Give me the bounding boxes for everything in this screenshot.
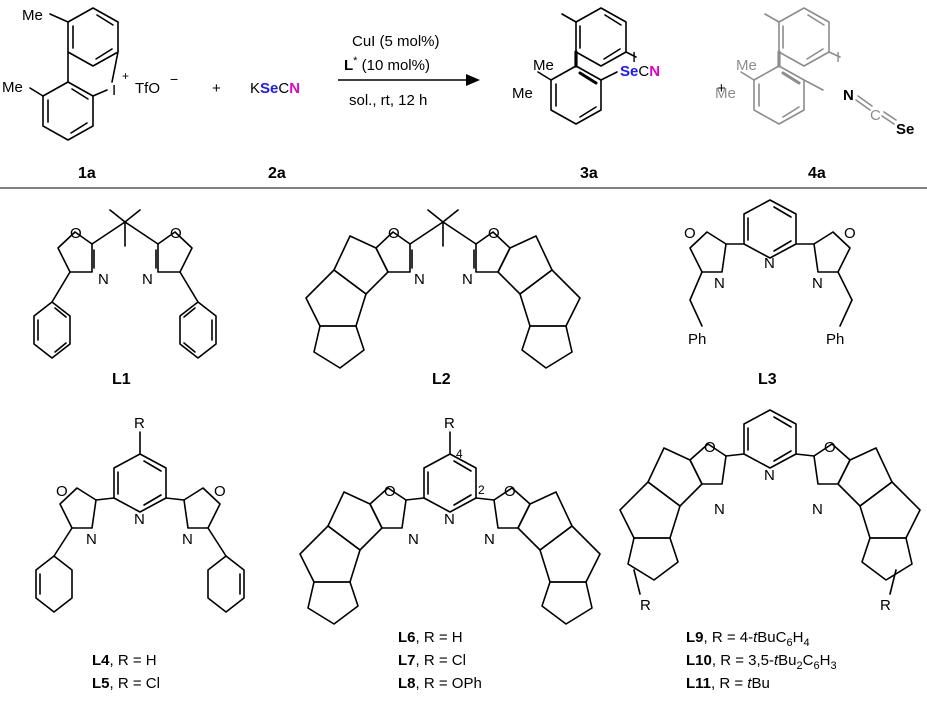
L4-n-py: N [134, 511, 145, 528]
ligand-label-L10: L10, R = 3,5-tBu2C6H3 [686, 652, 837, 672]
L3-o-right: O [844, 225, 856, 242]
reactant-2a-formula: KSeCN [250, 80, 300, 97]
condition-catalyst: CuI (5 mol%) [352, 33, 440, 50]
L6-pos4: 4 [456, 447, 463, 461]
L3-ph-right: Ph [826, 331, 844, 348]
L6-r: R [444, 415, 455, 432]
condition-ligand: L* (10 mol%) [344, 55, 430, 74]
L1-o-right: O [170, 225, 182, 242]
ligand-label-L3: L3 [758, 371, 777, 388]
plus-sign-2: + [717, 80, 726, 97]
ligand-label-L9: L9, R = 4-tBuC6H4 [686, 629, 810, 649]
me-bottom-3a: Me [512, 85, 533, 102]
L4-n-right: N [182, 531, 193, 548]
ligand-L3-structure [689, 199, 853, 327]
L6-o-right: O [504, 483, 516, 500]
counterion-tfo: TfO [135, 80, 160, 97]
me-top-1a: Me [22, 7, 43, 24]
me-bottom-4a: Me [715, 85, 736, 102]
L1-n-left: N [98, 271, 109, 288]
ligand-L2-structure [305, 209, 581, 369]
L2-n-left: N [414, 271, 425, 288]
product-4a-structure [740, 7, 897, 125]
me-top-4a: Me [736, 57, 757, 74]
carbon-4a: C [870, 107, 881, 124]
L6-n-left: N [408, 531, 419, 548]
L2-n-right: N [462, 271, 473, 288]
ligand-label-L2: L2 [432, 371, 451, 388]
ligand-L9-L11-structure [619, 409, 921, 595]
counterion-minus: − [170, 71, 178, 87]
product-3a-structure [537, 7, 637, 125]
ligand-L4-L5-structure [35, 431, 245, 613]
L4-o-right: O [214, 483, 226, 500]
ligand-label-L8: L8, R = OPh [398, 675, 482, 692]
nitrogen-4a: N [843, 87, 854, 104]
L4-r: R [134, 415, 145, 432]
iodine-1a: I [112, 82, 116, 99]
ligand-L6-L8-structure [299, 431, 601, 625]
L2-o-right: O [488, 225, 500, 242]
L6-n-py: N [444, 511, 455, 528]
ligand-L1-structure [33, 209, 217, 359]
L4-o-left: O [56, 483, 68, 500]
condition-solvent: sol., rt, 12 h [349, 92, 427, 109]
secn-3a: SeCN [620, 63, 660, 80]
reactant-1a-structure [29, 7, 119, 141]
L9-o-left: O [704, 439, 716, 456]
L9-n-py: N [764, 467, 775, 484]
iodine-4a: I [836, 49, 840, 66]
compound-id-4a: 4a [808, 165, 826, 182]
ligand-label-L7: L7, R = Cl [398, 652, 466, 669]
iodonium-plus: + [122, 69, 129, 83]
me-bottom-1a: Me [2, 79, 23, 96]
ligand-label-L5: L5, R = Cl [92, 675, 160, 692]
compound-id-3a: 3a [580, 165, 598, 182]
L3-n-right: N [812, 275, 823, 292]
me-top-3a: Me [533, 57, 554, 74]
L4-n-left: N [86, 531, 97, 548]
L3-n-left: N [714, 275, 725, 292]
compound-id-1a: 1a [78, 165, 96, 182]
ligand-label-L6: L6, R = H [398, 629, 463, 646]
L6-pos2: 2 [478, 483, 485, 497]
iodine-3a: I [632, 49, 636, 66]
L3-o-left: O [684, 225, 696, 242]
reaction-arrowhead [466, 74, 480, 86]
L3-n-py: N [764, 255, 775, 272]
plus-sign-1: + [212, 80, 221, 97]
L9-r-left: R [640, 597, 651, 614]
ligand-label-L4: L4, R = H [92, 652, 157, 669]
L2-o-left: O [388, 225, 400, 242]
ligand-label-L1: L1 [112, 371, 131, 388]
L9-r-right: R [880, 597, 891, 614]
compound-id-2a: 2a [268, 165, 286, 182]
L9-o-right: O [824, 439, 836, 456]
L9-n-left: N [714, 501, 725, 518]
ligand-label-L11: L11, R = tBu [686, 675, 770, 692]
L9-n-right: N [812, 501, 823, 518]
L1-o-left: O [70, 225, 82, 242]
L6-o-left: O [384, 483, 396, 500]
selenium-4a: Se [896, 121, 914, 138]
L1-n-right: N [142, 271, 153, 288]
L3-ph-left: Ph [688, 331, 706, 348]
L6-n-right: N [484, 531, 495, 548]
